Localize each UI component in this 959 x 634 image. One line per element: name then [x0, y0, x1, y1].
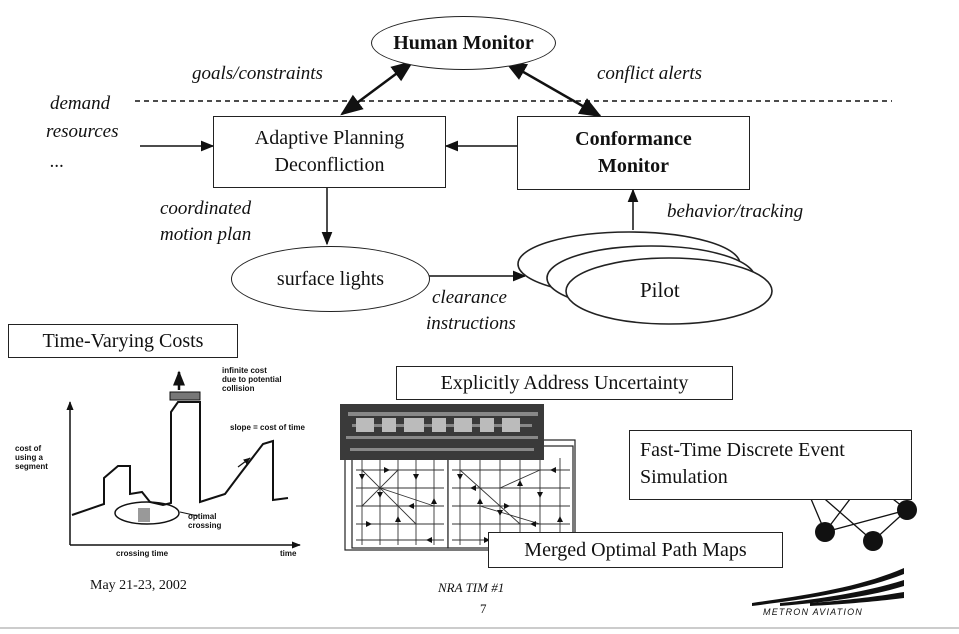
- goals-label: goals/constraints: [192, 63, 323, 84]
- footer-meeting: NRA TIM #1: [438, 580, 505, 595]
- demand-label: demand: [50, 93, 111, 114]
- planning-line-1: Adaptive Planning: [254, 127, 405, 149]
- cost-ylabel-2: using a: [15, 453, 44, 463]
- infinite-line-2: due to potential: [222, 375, 282, 385]
- cost-chart-xlabel: time: [280, 549, 297, 558]
- surface-lights-ellipse: surface lights: [231, 246, 430, 312]
- uncertainty-box: Explicitly Address Uncertainty: [396, 366, 733, 400]
- footer-page: 7: [480, 601, 487, 616]
- time-varying-box: Time-Varying Costs: [8, 324, 238, 358]
- cost-curve: [71, 401, 289, 516]
- planning-line-2: Deconfliction: [274, 154, 385, 176]
- cost-chart: [66, 370, 301, 549]
- cost-ylabel-1: cost of: [15, 444, 42, 453]
- footer-date: May 21-23, 2002: [90, 578, 187, 593]
- fast-time-line-2: Simulation: [640, 466, 728, 488]
- planning-box: Adaptive Planning Deconfliction: [213, 116, 446, 188]
- arrow-human-conformance: [504, 60, 602, 118]
- behavior-label: behavior/tracking: [667, 201, 804, 222]
- infinite-line-1: infinite cost: [222, 366, 267, 375]
- merged-label: Merged Optimal Path Maps: [524, 538, 747, 561]
- clearance-label-2: instructions: [426, 313, 516, 334]
- optimal-crossing-ellipse: [114, 501, 180, 525]
- cost-chart-ylabel: cost of using a segment: [15, 444, 48, 472]
- surface-lights-label: surface lights: [276, 267, 385, 290]
- human-monitor-ellipse: Human Monitor: [371, 16, 556, 70]
- infinite-cost-annotation: infinite cost due to potential collision: [222, 366, 282, 394]
- pilot-ellipse-front: [565, 257, 773, 325]
- fast-time-box: Fast-Time Discrete Event Simulation: [629, 430, 912, 500]
- path-map-images: [340, 404, 576, 551]
- pilot-label: Pilot: [640, 278, 680, 302]
- resources-label: resources: [46, 121, 119, 142]
- clearance-label-1: clearance: [432, 287, 507, 308]
- conflict-label: conflict alerts: [597, 63, 703, 84]
- metron-logo-mark: [752, 568, 904, 606]
- coordinated-label-1: coordinated: [160, 198, 252, 219]
- time-varying-label: Time-Varying Costs: [42, 329, 204, 352]
- optimal-line-1: optimal: [188, 512, 217, 521]
- coordinated-label-2: motion plan: [160, 224, 252, 245]
- merged-box: Merged Optimal Path Maps: [488, 532, 783, 568]
- footer-logo-text: METRON AVIATION: [763, 607, 864, 617]
- human-monitor-label: Human Monitor: [393, 31, 534, 54]
- fast-time-line-1: Fast-Time Discrete Event: [640, 439, 845, 461]
- conformance-line-2: Monitor: [597, 155, 670, 177]
- conformance-box: Conformance Monitor: [517, 116, 750, 190]
- infinite-line-3: collision: [222, 384, 255, 394]
- cost-ylabel-3: segment: [15, 462, 48, 472]
- ellipsis-label: ...: [50, 151, 65, 172]
- uncertainty-label: Explicitly Address Uncertainty: [440, 371, 689, 394]
- slope-annotation: slope = cost of time: [230, 423, 305, 432]
- arrow-human-planning: [340, 60, 414, 116]
- conformance-line-1: Conformance: [575, 128, 692, 150]
- crossing-time-annotation: crossing time: [116, 549, 169, 558]
- optimal-crossing-annotation: optimal crossing: [188, 512, 221, 530]
- optimal-line-2: crossing: [188, 521, 222, 531]
